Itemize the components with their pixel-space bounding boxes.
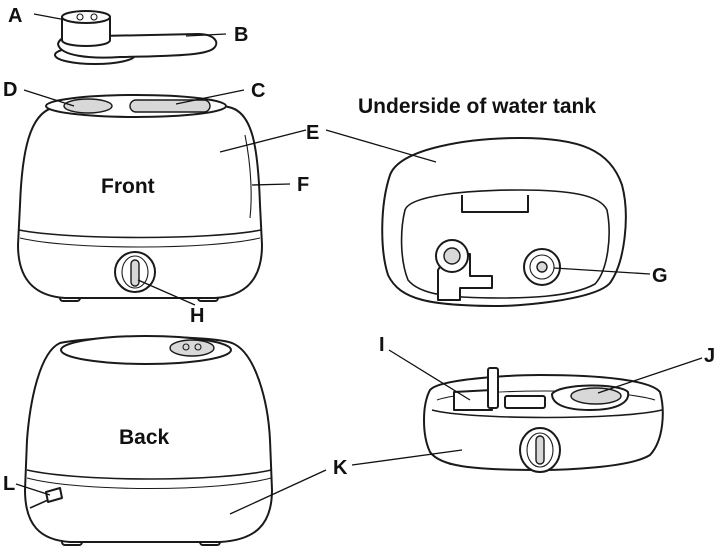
front-view-label: Front	[101, 175, 155, 198]
part-label-l: L	[3, 473, 15, 495]
part-label-g: G	[652, 265, 668, 287]
part-label-h: H	[190, 305, 204, 327]
part-label-e: E	[306, 122, 319, 144]
tank-underside-drawing	[382, 138, 626, 306]
part-label-d: D	[3, 79, 17, 101]
part-label-k: K	[333, 457, 348, 479]
tank-underside-heading: Underside of water tank	[358, 95, 596, 118]
part-label-j: J	[704, 345, 715, 367]
part-label-i: I	[379, 334, 385, 356]
part-label-f: F	[297, 174, 309, 196]
part-label-b: B	[234, 24, 248, 46]
front-view-drawing	[18, 95, 262, 301]
mist-nozzle-lid-drawing	[55, 11, 216, 64]
part-label-c: C	[251, 80, 265, 102]
part-label-a: A	[8, 5, 22, 27]
back-view-label: Back	[119, 426, 170, 449]
